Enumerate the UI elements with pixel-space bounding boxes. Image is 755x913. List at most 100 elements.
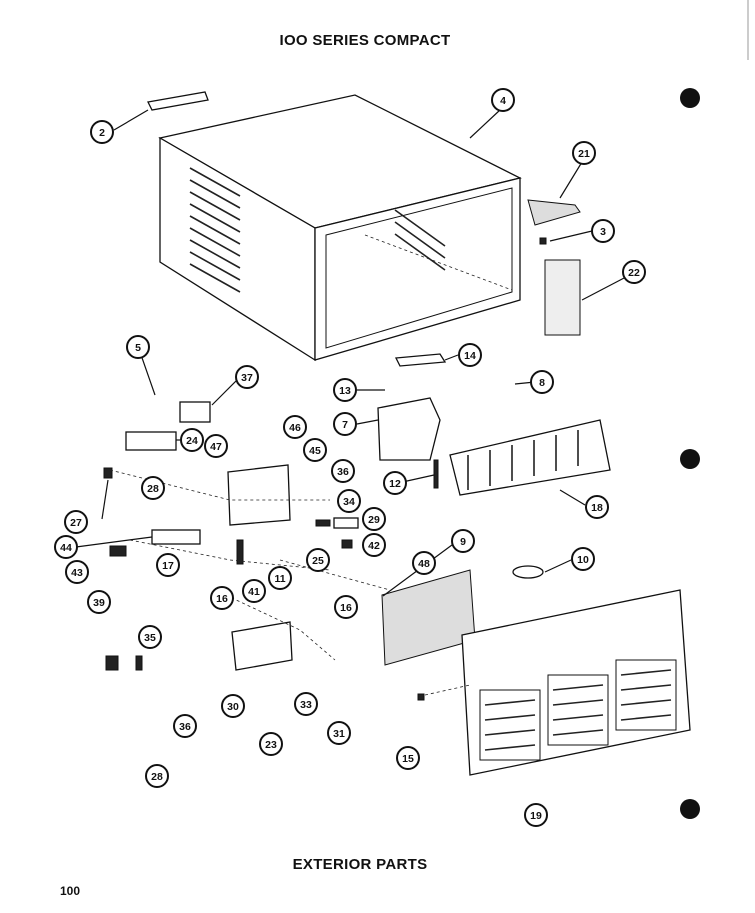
- svg-text:41: 41: [248, 586, 260, 598]
- control-panel-30: [231, 621, 293, 671]
- callout-18: 18: [585, 495, 609, 519]
- binder-hole-top: [680, 88, 700, 108]
- clip-35: [135, 655, 143, 671]
- callout-13: 13: [333, 378, 357, 402]
- callout-17: 17: [156, 553, 180, 577]
- svg-text:19: 19: [530, 810, 542, 822]
- callout-25: 25: [306, 548, 330, 572]
- svg-text:36: 36: [179, 721, 191, 733]
- svg-text:21: 21: [578, 148, 590, 160]
- callouts: 2 4 21 3 22 14 5 37 13 8 7 24 47 46 45 3…: [54, 88, 646, 827]
- control-plate: [227, 464, 291, 526]
- strip-12: [433, 459, 439, 489]
- svg-text:46: 46: [289, 422, 301, 434]
- svg-text:15: 15: [402, 753, 414, 765]
- callout-7: 7: [333, 412, 357, 436]
- svg-text:44: 44: [60, 542, 72, 554]
- fuse-34: [315, 519, 331, 527]
- bracket-14: [394, 353, 447, 367]
- svg-text:16: 16: [340, 602, 352, 614]
- svg-text:36: 36: [337, 466, 349, 478]
- svg-text:42: 42: [368, 540, 380, 552]
- callout-21: 21: [572, 141, 596, 165]
- callout-11: 11: [268, 566, 292, 590]
- svg-text:11: 11: [274, 573, 285, 585]
- svg-text:24: 24: [186, 435, 198, 447]
- side-seal-22: [544, 259, 581, 336]
- clip-27: [103, 467, 113, 479]
- callout-16-b: 16: [334, 595, 358, 619]
- callout-2: 2: [90, 120, 114, 144]
- svg-text:27: 27: [70, 517, 82, 529]
- callout-10: 10: [571, 547, 595, 571]
- svg-text:17: 17: [162, 560, 174, 572]
- switch-41: [236, 539, 244, 565]
- svg-text:45: 45: [309, 445, 321, 457]
- svg-text:43: 43: [71, 567, 83, 579]
- screw-3: [539, 237, 547, 245]
- svg-text:22: 22: [628, 267, 640, 279]
- callout-12: 12: [383, 471, 407, 495]
- callout-47: 47: [204, 434, 228, 458]
- svg-text:8: 8: [539, 377, 545, 389]
- callout-39: 39: [87, 590, 111, 614]
- callout-29: 29: [362, 507, 386, 531]
- svg-text:39: 39: [93, 597, 105, 609]
- svg-text:33: 33: [300, 699, 312, 711]
- callout-46: 46: [283, 415, 307, 439]
- transformer-37: [179, 401, 211, 423]
- svg-text:35: 35: [144, 632, 156, 644]
- callout-35: 35: [138, 625, 162, 649]
- svg-text:25: 25: [312, 555, 324, 567]
- svg-text:9: 9: [460, 536, 466, 548]
- callout-44: 44: [54, 535, 78, 559]
- spring-29: [333, 517, 359, 529]
- svg-text:13: 13: [339, 385, 351, 397]
- callout-48: 48: [412, 551, 436, 575]
- callout-27: 27: [64, 510, 88, 534]
- svg-text:10: 10: [577, 554, 589, 566]
- callout-31: 31: [327, 721, 351, 745]
- svg-text:30: 30: [227, 701, 239, 713]
- panel-9: [381, 569, 476, 666]
- callout-14: 14: [458, 343, 482, 367]
- svg-text:28: 28: [147, 483, 159, 495]
- callout-5: 5: [126, 335, 150, 359]
- svg-text:18: 18: [591, 502, 603, 514]
- svg-text:14: 14: [464, 350, 476, 362]
- callout-9: 9: [451, 529, 475, 553]
- clip-42: [341, 539, 353, 549]
- svg-text:48: 48: [418, 558, 430, 570]
- callout-30: 30: [221, 694, 245, 718]
- cabinet-shell: [158, 94, 522, 362]
- svg-text:7: 7: [342, 419, 348, 431]
- bracket-7: [377, 397, 441, 461]
- svg-text:31: 31: [333, 728, 345, 740]
- terminal-strip-44: [151, 529, 201, 545]
- callout-16-a: 16: [210, 586, 234, 610]
- callout-19: 19: [524, 803, 548, 827]
- callout-22: 22: [622, 260, 646, 284]
- svg-text:2: 2: [99, 127, 105, 139]
- bracket-39: [105, 655, 119, 671]
- leader-lines: [75, 109, 627, 597]
- section-title: EXTERIOR PARTS: [292, 856, 428, 873]
- callout-28: 28: [141, 476, 165, 500]
- callout-34: 34: [337, 489, 361, 513]
- callout-23: 23: [259, 732, 283, 756]
- top-trim-strip: [147, 91, 209, 111]
- screw-15: [417, 693, 425, 701]
- callout-33: 33: [294, 692, 318, 716]
- svg-text:34: 34: [343, 496, 355, 508]
- callout-24: 24: [180, 428, 204, 452]
- binder-hole-bottom: [680, 799, 700, 819]
- callout-15: 15: [396, 746, 420, 770]
- svg-text:23: 23: [265, 739, 277, 751]
- callout-8: 8: [530, 370, 554, 394]
- svg-text:12: 12: [389, 478, 401, 490]
- svg-text:28: 28: [151, 771, 163, 783]
- callout-36-b: 36: [173, 714, 197, 738]
- svg-text:37: 37: [241, 372, 253, 384]
- diagram-title: IOO SERIES COMPACT: [279, 32, 451, 49]
